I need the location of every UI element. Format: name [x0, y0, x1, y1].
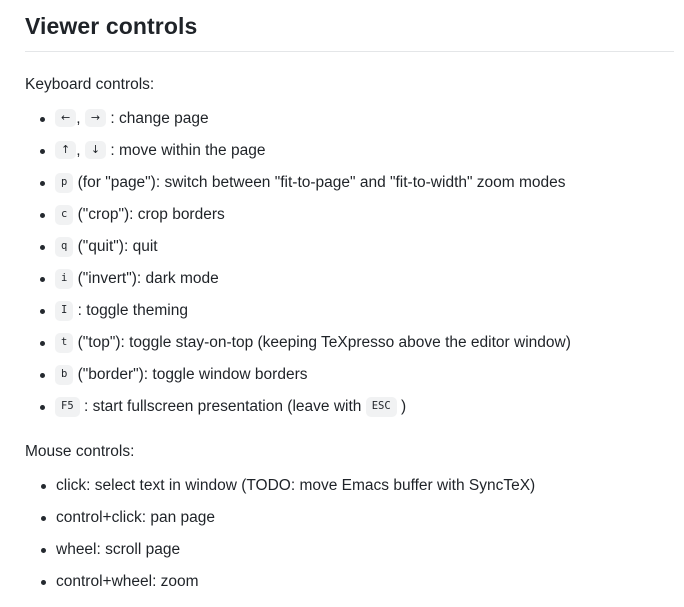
list-item-text: control+click: pan page [56, 509, 215, 527]
list-item: F5 : start fullscreen presentation (leav… [25, 395, 674, 419]
list-item-text: click: select text in window (TODO: move… [56, 477, 536, 495]
list-item: ↑, ↓ : move within the page [25, 139, 674, 163]
keyboard-key: I [55, 301, 74, 322]
keyboard-key: ← [55, 109, 77, 127]
keyboard-key: c [55, 205, 74, 226]
keyboard-key: q [55, 237, 74, 258]
viewer-controls-page: Viewer controls Keyboard controls: ←, → … [0, 12, 684, 594]
list-item-text: : change page [110, 110, 209, 127]
list-item: p (for "page"): switch between "fit-to-p… [25, 171, 674, 195]
list-item: i ("invert"): dark mode [25, 267, 674, 291]
list-item-text: : move within the page [110, 142, 266, 160]
list-item-text: : toggle theming [77, 302, 188, 320]
list-item: q ("quit"): quit [25, 235, 674, 259]
list-item-text: : start fullscreen presentation (leave w… [83, 398, 362, 416]
keyboard-key: → [84, 109, 107, 127]
list-item: b ("border"): toggle window borders [25, 363, 674, 387]
list-item-text: ("border"): toggle window borders [77, 366, 308, 384]
keyboard-key: b [55, 365, 74, 386]
list-item: click: select text in window (TODO: move… [25, 474, 674, 498]
keyboard-key: i [55, 269, 74, 290]
keyboard-controls-list: ←, → : change page ↑, ↓ : move within the… [25, 107, 674, 419]
keyboard-key: ESC [365, 397, 397, 418]
keyboard-controls-label: Keyboard controls: [25, 75, 155, 93]
list-item-text: wheel: scroll page [56, 541, 181, 559]
list-item-text: (for "page"): switch between "fit-to-pag… [77, 174, 566, 192]
key-separator: , [76, 110, 81, 127]
list-item: control+wheel: zoom [25, 570, 674, 594]
list-item: wheel: scroll page [25, 538, 674, 562]
list-item: ←, → : change page [25, 107, 674, 131]
page-title: Viewer controls [25, 12, 674, 52]
mouse-controls-label: Mouse controls: [25, 443, 135, 461]
keyboard-key: F5 [55, 397, 80, 418]
keyboard-key: ↑ [55, 141, 77, 160]
list-item: c ("crop"): crop borders [25, 203, 674, 227]
list-item: t ("top"): toggle stay-on-top (keeping T… [25, 331, 674, 355]
list-item-text: control+wheel: zoom [56, 573, 199, 591]
keyboard-key: p [55, 173, 74, 194]
list-item-text: ("top"): toggle stay-on-top (keeping TeX… [77, 334, 571, 352]
key-separator: , [76, 142, 81, 160]
list-item-text-after: ) [400, 398, 407, 416]
list-item: control+click: pan page [25, 506, 674, 530]
mouse-controls-list: click: select text in window (TODO: move… [25, 474, 674, 594]
list-item-text: ("invert"): dark mode [77, 270, 219, 288]
list-item: I : toggle theming [25, 299, 674, 323]
keyboard-key: ↓ [84, 141, 107, 160]
keyboard-key: t [55, 333, 74, 354]
list-item-text: ("quit"): quit [77, 238, 158, 256]
list-item-text: ("crop"): crop borders [77, 206, 225, 224]
